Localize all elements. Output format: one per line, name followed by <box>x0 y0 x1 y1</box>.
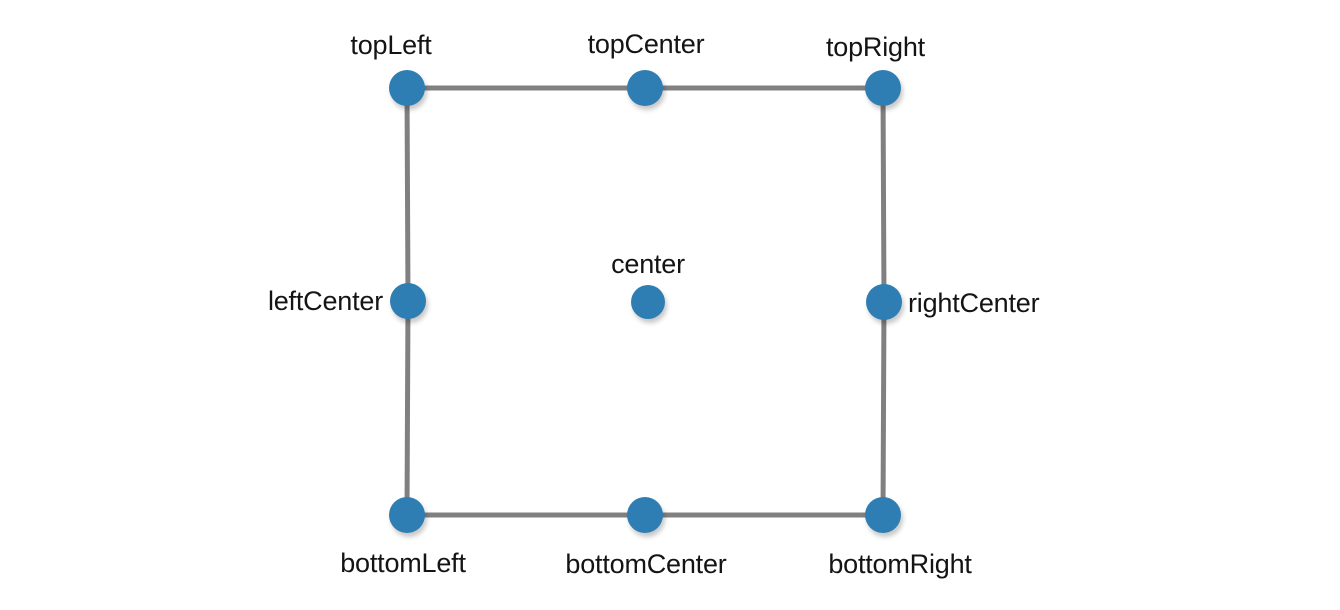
graph-node-rightCenter[interactable] <box>866 284 902 320</box>
node-label-bottomRight: bottomRight <box>828 549 972 579</box>
node-label-topCenter: topCenter <box>587 29 705 59</box>
node-label-bottomCenter: bottomCenter <box>565 549 727 579</box>
graph-edge <box>880 301 887 516</box>
graph-edge <box>404 300 411 516</box>
graph-node-leftCenter[interactable] <box>390 283 426 319</box>
graph-node-topLeft[interactable] <box>389 70 425 106</box>
graph-node-bottomLeft[interactable] <box>389 497 425 533</box>
graph-node-bottomCenter[interactable] <box>627 497 663 533</box>
graph-node-topRight[interactable] <box>865 70 901 106</box>
graph-node-topCenter[interactable] <box>627 70 663 106</box>
node-label-topRight: topRight <box>826 32 925 62</box>
node-label-topLeft: topLeft <box>350 30 432 60</box>
graph-node-bottomRight[interactable] <box>865 497 901 533</box>
node-label-bottomLeft: bottomLeft <box>340 548 466 578</box>
graph-node-center[interactable] <box>631 285 665 319</box>
node-label-leftCenter: leftCenter <box>267 286 383 316</box>
graph-edge <box>880 87 887 303</box>
node-label-rightCenter: rightCenter <box>908 288 1040 318</box>
graph-edge <box>404 87 411 302</box>
node-label-center: center <box>611 249 685 279</box>
